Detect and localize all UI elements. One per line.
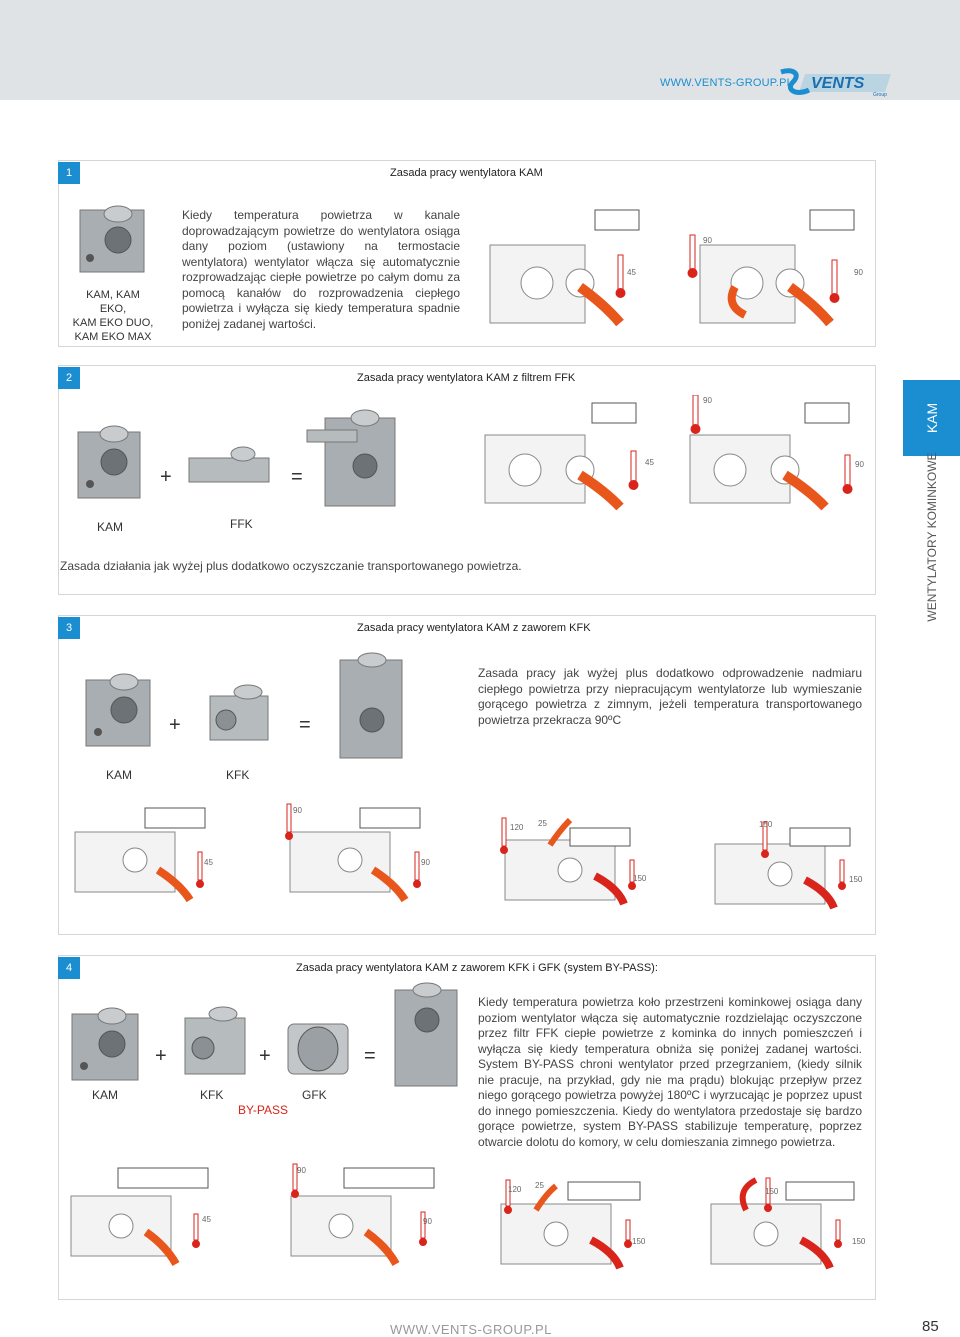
section-1-models: KAM, KAM EKO, KAM EKO DUO, KAM EKO MAX bbox=[72, 289, 154, 343]
kam-with-kfk-gfk-image bbox=[394, 982, 458, 1087]
section-1-text: Kiedy temperatura powietrza w kanale dop… bbox=[182, 208, 460, 331]
section-2-text: Zasada działania jak wyżej plus dodatkow… bbox=[60, 559, 522, 573]
section-3-number: 3 bbox=[58, 617, 80, 639]
section-2-number: 2 bbox=[58, 367, 80, 389]
section-3-title: Zasada pracy wentylatora KAM z zaworem K… bbox=[357, 622, 591, 634]
plus-sign: + bbox=[160, 466, 172, 488]
s1-temp-1: 45 bbox=[627, 268, 636, 277]
plus-sign: + bbox=[169, 714, 181, 736]
s3-temp-7: 150 bbox=[759, 820, 773, 829]
label-ffk: FFK bbox=[230, 517, 253, 531]
label-gfk: GFK bbox=[302, 1088, 327, 1102]
label-kfk: KFK bbox=[226, 768, 250, 782]
section-2-diagram bbox=[484, 395, 853, 511]
section-4-title: Zasada pracy wentylatora KAM z zaworem K… bbox=[296, 962, 658, 974]
equals-sign: = bbox=[291, 466, 303, 488]
kam-fan-image bbox=[71, 1007, 139, 1081]
equals-sign: = bbox=[299, 714, 311, 736]
s4-temp-7: 150 bbox=[765, 1187, 779, 1196]
side-category-label: WENTYLATORY KOMINKOWE bbox=[924, 452, 939, 622]
section-4-diagram bbox=[70, 1163, 855, 1270]
s3-temp-6: 150 bbox=[633, 874, 647, 883]
section-1-title: Zasada pracy wentylatora KAM bbox=[390, 167, 543, 179]
s4-temp-8: 150 bbox=[852, 1237, 866, 1246]
label-kam: KAM bbox=[97, 520, 124, 534]
s3-temp-2: 90 bbox=[293, 806, 302, 815]
svg-text:VENTS: VENTS bbox=[811, 75, 865, 92]
side-category: WENTYLATORY KOMINKOWE bbox=[903, 452, 960, 621]
section-3-text: Zasada pracy jak wyżej plus dodatkowo od… bbox=[478, 666, 862, 727]
equals-sign: = bbox=[364, 1045, 376, 1067]
label-kam: KAM bbox=[106, 768, 133, 782]
kam-with-ffk-image bbox=[306, 409, 396, 507]
s2-temp-1: 45 bbox=[645, 458, 654, 467]
side-tab-kam: KAM bbox=[903, 380, 960, 456]
gfk-valve-image bbox=[287, 1023, 349, 1075]
kam-with-kfk-image bbox=[339, 652, 403, 759]
s2-temp-2: 90 bbox=[703, 396, 712, 405]
section-3-diagram bbox=[74, 803, 851, 910]
kam-fan-image bbox=[85, 673, 151, 747]
kam-fan-image bbox=[77, 425, 141, 499]
kfk-valve-image bbox=[209, 684, 269, 741]
kfk-valve-image bbox=[184, 1006, 246, 1075]
plus-sign: + bbox=[259, 1045, 271, 1067]
s4-temp-3: 90 bbox=[423, 1217, 432, 1226]
s1-temp-3: 90 bbox=[854, 268, 863, 277]
section-4-number: 4 bbox=[58, 957, 80, 979]
header-bar bbox=[0, 0, 960, 100]
s4-temp-4: 120 bbox=[508, 1185, 522, 1194]
s1-temp-2: 90 bbox=[703, 236, 712, 245]
s3-temp-5: 25 bbox=[538, 819, 547, 828]
side-tab-label: KAM bbox=[923, 402, 940, 434]
s2-temp-3: 90 bbox=[855, 460, 864, 469]
s4-temp-6: 150 bbox=[632, 1237, 646, 1246]
plus-sign: + bbox=[155, 1045, 167, 1067]
label-kam: KAM bbox=[92, 1088, 119, 1102]
section-1-number: 1 bbox=[58, 162, 80, 184]
s3-temp-3: 90 bbox=[421, 858, 430, 867]
ffk-filter-image bbox=[188, 446, 270, 483]
svg-text:Group: Group bbox=[873, 92, 887, 98]
label-bypass: BY-PASS bbox=[238, 1103, 289, 1117]
section-1-diagram bbox=[489, 209, 855, 327]
vents-logo: VENTS Group bbox=[780, 68, 891, 98]
kam-fan-image bbox=[79, 205, 145, 273]
page-number: 85 bbox=[922, 1318, 939, 1335]
s4-temp-2: 90 bbox=[297, 1166, 306, 1175]
s4-temp-5: 25 bbox=[535, 1181, 544, 1190]
section-4-text: Kiedy temperatura powietrza koło przestr… bbox=[478, 995, 862, 1149]
s3-temp-8: 150 bbox=[849, 875, 863, 884]
header-url[interactable]: WWW.VENTS-GROUP.PL bbox=[660, 77, 793, 89]
footer-url[interactable]: WWW.VENTS-GROUP.PL bbox=[390, 1322, 552, 1337]
s3-temp-4: 120 bbox=[510, 823, 524, 832]
label-kfk: KFK bbox=[200, 1088, 224, 1102]
s4-temp-1: 45 bbox=[202, 1215, 211, 1224]
s3-temp-1: 45 bbox=[204, 858, 213, 867]
section-2-title: Zasada pracy wentylatora KAM z filtrem F… bbox=[357, 372, 576, 384]
